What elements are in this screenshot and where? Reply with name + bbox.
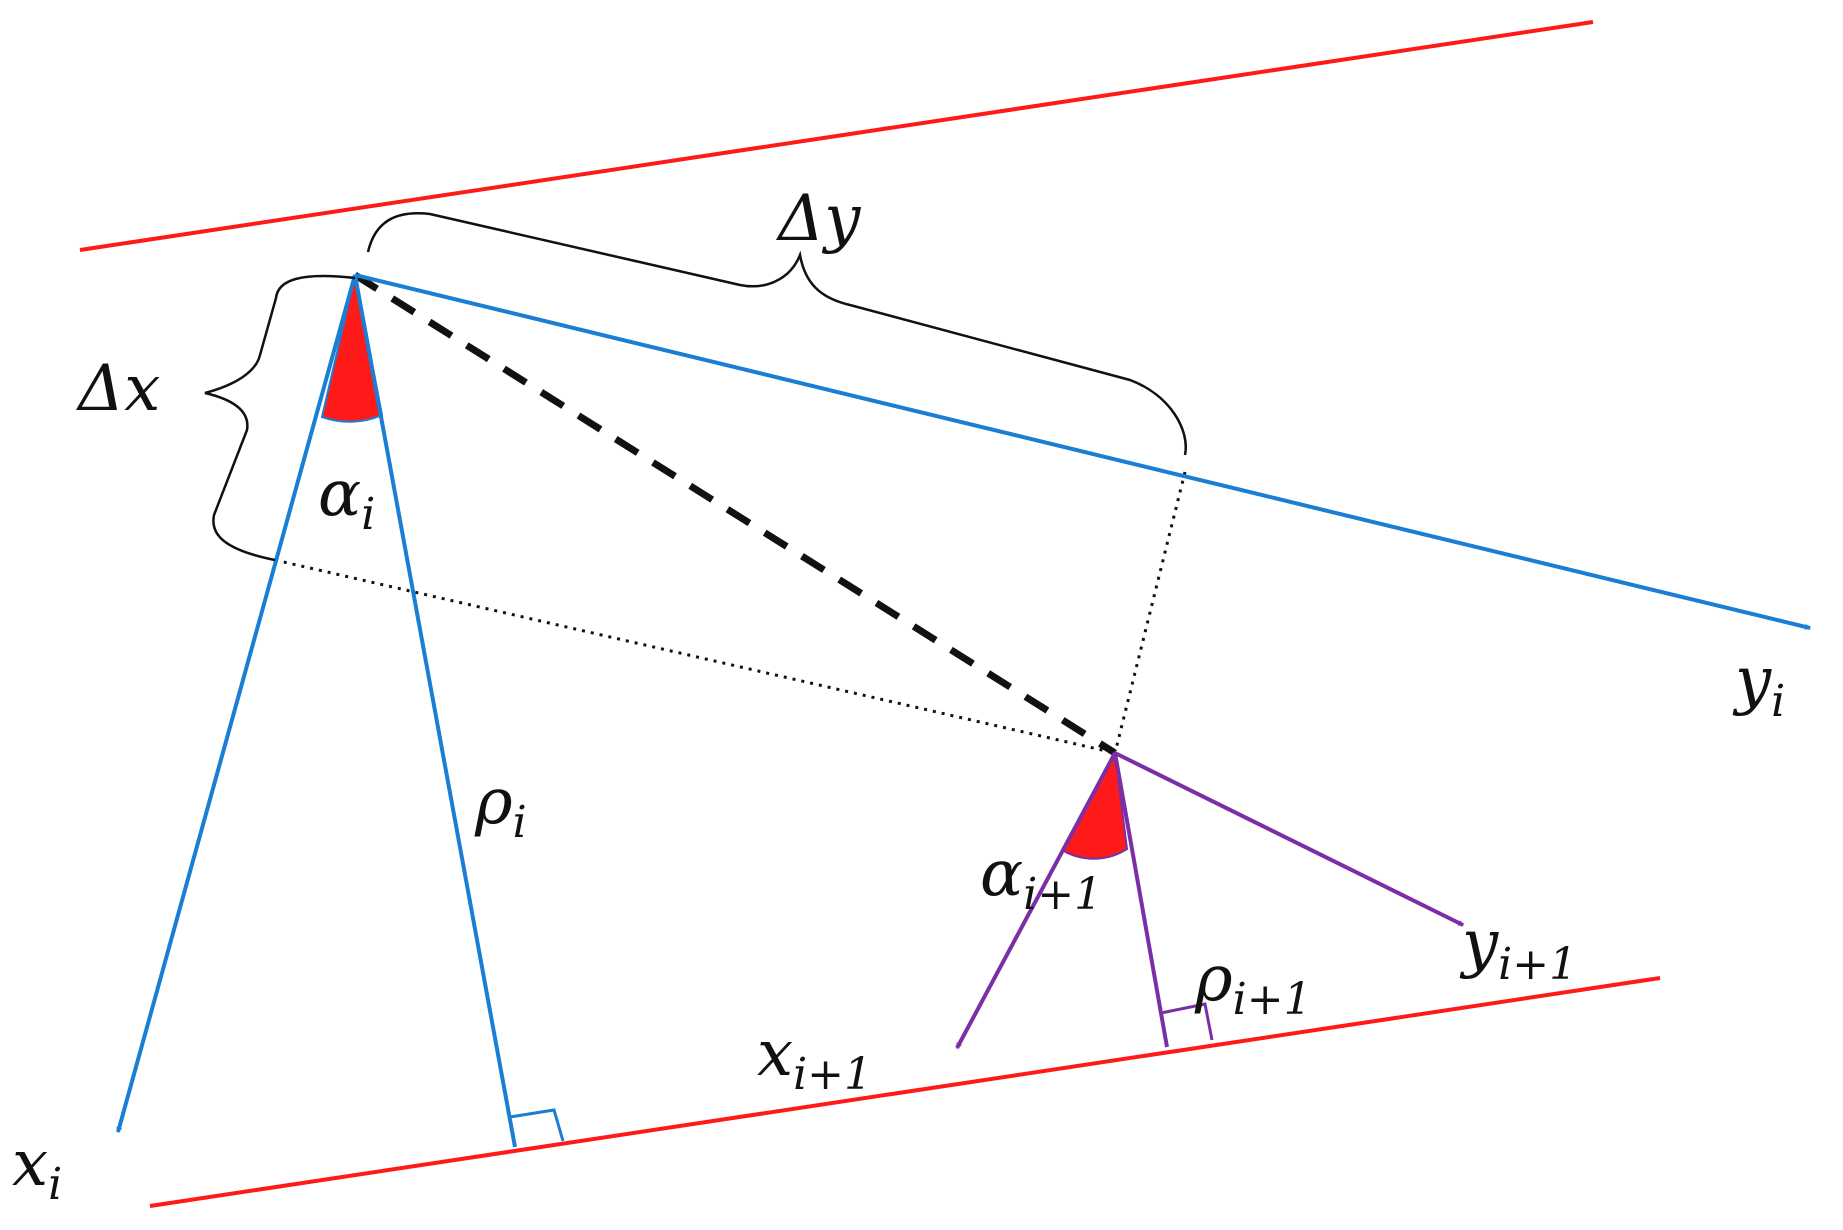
x-i-label: xi <box>12 1127 62 1210</box>
lower-boundary-line <box>149 976 1661 1208</box>
rho-i1-perpendicular <box>1113 752 1169 1048</box>
delta-y-label: Δy <box>775 182 861 256</box>
y-i1-axis <box>1114 751 1465 927</box>
delta-y-brace <box>366 212 1187 456</box>
alpha-i-label: αi <box>318 457 375 540</box>
y-i-axis <box>354 273 1812 630</box>
rho-i-right-angle-marker <box>509 1108 565 1142</box>
rho-i1-right-angle-marker <box>1160 1002 1214 1041</box>
x-i1-axis <box>955 752 1117 1050</box>
angle-alpha-i1-wedge <box>1060 749 1129 860</box>
x-i-axis <box>116 274 357 1134</box>
delta-x-label: Δx <box>75 352 160 426</box>
x-i1-label: xi+1 <box>757 1017 872 1100</box>
rho-i1-label: ρi+1 <box>1194 942 1312 1025</box>
rho-i-perpendicular <box>353 274 517 1148</box>
angle-alpha-i-wedge <box>320 274 384 423</box>
y-i-label: yi <box>1732 644 1785 727</box>
upper-boundary-line <box>79 20 1594 252</box>
y-i1-label: yi+1 <box>1459 907 1577 990</box>
alpha-i1-label: αi+1 <box>980 837 1102 920</box>
dotted-projection-x <box>274 558 1116 755</box>
delta-x-brace <box>204 274 356 562</box>
dotted-projection-y <box>1113 471 1187 754</box>
rho-i-label: ρi <box>474 765 527 848</box>
displacement-dashed-line <box>353 272 1117 756</box>
